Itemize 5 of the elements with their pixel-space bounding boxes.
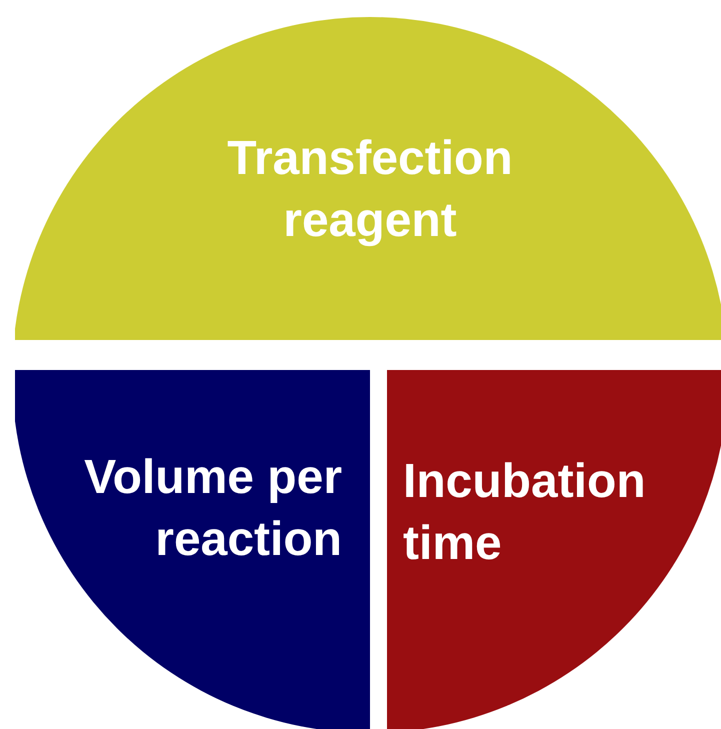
pie-segment <box>15 370 370 729</box>
pie-segment <box>387 370 721 729</box>
segment-label: Volume per reaction <box>83 450 342 568</box>
segment-label: Incubation time <box>403 454 647 572</box>
segment-label: Transfection reagent <box>226 131 514 249</box>
